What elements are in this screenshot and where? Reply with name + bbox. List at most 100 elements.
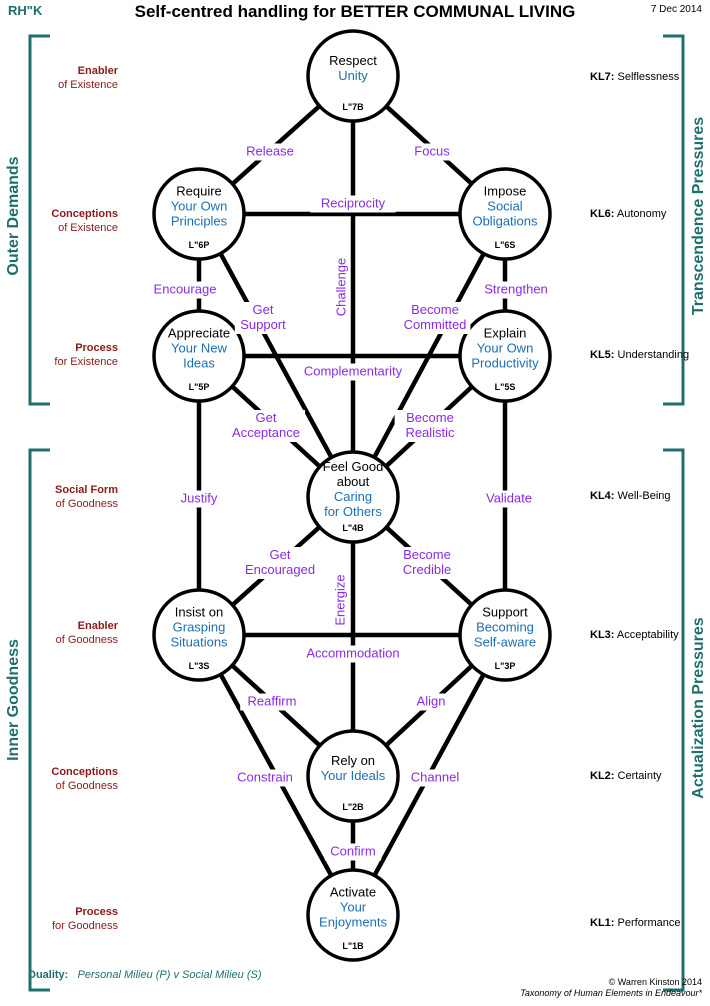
node-code: L"2B <box>342 802 364 812</box>
svg-text:Committed: Committed <box>404 317 467 332</box>
svg-text:Encouraged: Encouraged <box>245 562 315 577</box>
svg-text:Credible: Credible <box>403 562 451 577</box>
node-text-line: Productivity <box>471 356 539 371</box>
node-text-line: Feel Good <box>323 459 384 474</box>
node-circle <box>458 588 552 682</box>
svg-text:Become: Become <box>406 410 454 425</box>
path-label-L7B-L6S: Focus <box>411 143 453 161</box>
node-text-line: Your Own <box>171 199 228 214</box>
node-code: L"7B <box>342 102 364 112</box>
outer-demands-bracket <box>28 34 50 406</box>
transcendence-bracket <box>663 34 685 406</box>
kl-level-6: KL6: Autonomy <box>590 208 667 220</box>
transcendence-pressures-label: Transcendence Pressures <box>690 116 707 316</box>
node-text-line: for Others <box>324 504 382 519</box>
node-circle <box>152 167 246 261</box>
node-text-line: Your Ideals <box>321 768 386 783</box>
svg-text:Become: Become <box>403 547 451 562</box>
node-code: L"4B <box>342 523 364 533</box>
node-code: L"3P <box>495 661 516 671</box>
node-circle <box>306 868 400 962</box>
svg-text:Realistic: Realistic <box>405 425 455 440</box>
svg-text:Energize: Energize <box>332 574 347 625</box>
side-brackets <box>28 34 685 992</box>
document-code: RH"K <box>8 3 43 18</box>
node-circle <box>458 309 552 403</box>
svg-text:Challenge: Challenge <box>333 258 348 317</box>
path-label-L3S-L2B: Reaffirm <box>240 693 304 711</box>
path-label-L6P-L5P: Encourage <box>149 281 221 299</box>
svg-text:Justify: Justify <box>181 491 218 506</box>
svg-text:Release: Release <box>246 144 294 159</box>
path-label-L5P-L3S: Justify <box>170 490 228 508</box>
svg-text:Constrain: Constrain <box>237 770 293 785</box>
page-title: Self-centred handling for BETTER COMMUNA… <box>134 2 576 21</box>
node-circle <box>306 450 400 544</box>
path-label-L6P-L6S: Reciprocity <box>310 195 396 213</box>
node-code: L"5P <box>189 382 210 392</box>
path-label-L3P-L1B: Channel <box>406 769 464 787</box>
svg-text:Reciprocity: Reciprocity <box>321 196 386 211</box>
node-code: L"3S <box>189 661 210 671</box>
svg-text:Strengthen: Strengthen <box>484 282 548 297</box>
node-text-line: Grasping <box>173 620 226 635</box>
kl-level-4: KL4: Well-Being <box>590 490 671 502</box>
node-text-line: Rely on <box>331 753 375 768</box>
node-text-line: Support <box>482 605 528 620</box>
node-circle <box>152 588 246 682</box>
svg-text:Encourage: Encourage <box>154 282 217 297</box>
node-text-line: Obligations <box>472 214 538 229</box>
svg-text:Validate: Validate <box>486 491 532 506</box>
kl-level-3: KL3: Acceptability <box>590 629 679 641</box>
node-code: L"6S <box>495 240 516 250</box>
node-text-line: Self-aware <box>474 635 536 650</box>
node-text-line: Ideas <box>183 356 215 371</box>
svg-text:Focus: Focus <box>414 144 450 159</box>
node-text-line: Explain <box>484 326 527 341</box>
svg-text:Support: Support <box>240 317 286 332</box>
node-circle <box>306 729 400 823</box>
node-text-line: Situations <box>170 635 228 650</box>
path-label-L3S-L1B: Constrain <box>229 769 301 787</box>
node-text-line: Activate <box>330 885 376 900</box>
node-text-line: Becoming <box>476 620 534 635</box>
svg-text:Reaffirm: Reaffirm <box>248 694 297 709</box>
kl-level-2: KL2: Certainty <box>590 770 662 782</box>
path-label-L2B-L1B: Confirm <box>324 843 382 861</box>
kl-level-5: KL5: Understanding <box>590 349 690 361</box>
duality-note: Duality: Personal Milieu (P) v Social Mi… <box>28 969 262 981</box>
node-text-line: Unity <box>338 68 368 83</box>
node-text-line: Your New <box>171 341 227 356</box>
node-text-line: Your <box>340 900 367 915</box>
node-circle <box>152 309 246 403</box>
svg-text:Acceptance: Acceptance <box>232 425 300 440</box>
node-text-line: Enjoyments <box>319 915 387 930</box>
node-circle <box>458 167 552 261</box>
svg-text:Get: Get <box>253 302 274 317</box>
svg-text:Get: Get <box>256 410 277 425</box>
actualization-pressures-label: Actualization Pressures <box>690 617 707 799</box>
svg-text:Complementarity: Complementarity <box>304 364 403 379</box>
node-text-line: Principles <box>171 214 228 229</box>
node-code: L"1B <box>342 941 364 951</box>
path-label-L7B-L4B: Challenge <box>333 253 350 321</box>
svg-text:Confirm: Confirm <box>330 844 376 859</box>
node-text-line: Impose <box>484 184 527 199</box>
node-text-line: about <box>337 474 370 489</box>
path-label-L5S-L3P: Validate <box>477 490 541 508</box>
